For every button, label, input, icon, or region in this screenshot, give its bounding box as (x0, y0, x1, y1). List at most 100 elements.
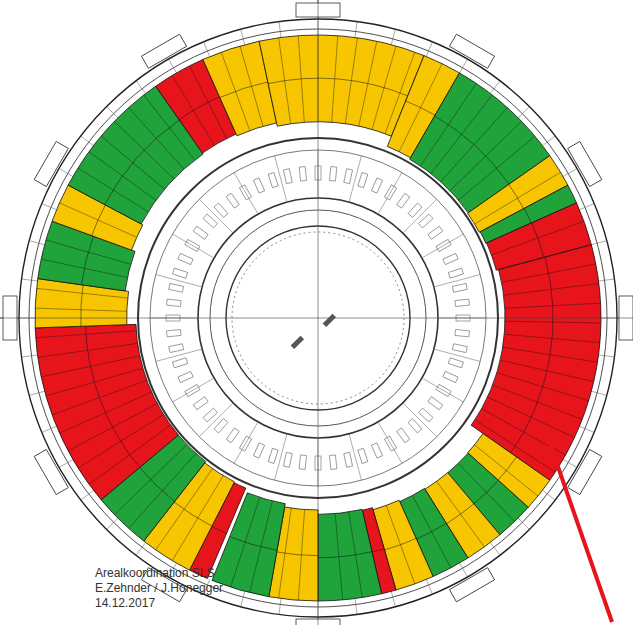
beamline-hutch (358, 173, 368, 188)
beamline-hutch (371, 178, 382, 193)
grid-spoke (355, 22, 357, 38)
center-mark (291, 336, 304, 349)
grid-spoke (591, 241, 606, 245)
beamline-hutch (169, 283, 184, 292)
beamline-hutch (268, 448, 278, 463)
plan-caption: Arealkoordination SLS (95, 566, 214, 581)
hall-wall (199, 403, 233, 437)
beamline-hutch (448, 268, 463, 278)
room-wall (41, 259, 127, 277)
beamline-hutch (329, 455, 336, 470)
room-wall (497, 373, 589, 401)
room-wall (318, 552, 372, 558)
beamline-hutch (214, 203, 228, 217)
beamline-hutch (428, 397, 443, 410)
room-wall (524, 208, 531, 223)
room-wall (504, 334, 600, 342)
hall-wall (156, 275, 202, 287)
grid-spoke (279, 22, 281, 38)
beamline-hutch (226, 193, 239, 208)
room-wall (372, 549, 384, 552)
beamline-hutch (169, 344, 184, 353)
hall-wall (349, 156, 361, 202)
room-wall (220, 82, 268, 98)
room-wall (268, 78, 408, 95)
hall-wall (275, 156, 287, 202)
room-wall (81, 285, 83, 326)
grid-spoke (426, 42, 432, 57)
hall-wall (234, 173, 258, 215)
room-wall (335, 514, 343, 600)
beamline-hutch (371, 443, 382, 458)
grid-spoke (563, 169, 577, 177)
room-wall (36, 331, 137, 338)
beamline-hutch (452, 283, 467, 292)
grid-spoke (518, 107, 529, 118)
room-wall (431, 95, 492, 174)
hall-wall (156, 349, 202, 361)
room-wall (101, 136, 164, 189)
room-wall (81, 236, 93, 284)
grid-spoke (169, 59, 177, 73)
beamline-hutch (253, 178, 264, 193)
room-wall (279, 38, 291, 124)
room-zone (318, 509, 382, 601)
grid-spoke (563, 460, 577, 468)
room-wall (68, 404, 157, 451)
beamline-hutch (455, 329, 470, 336)
hall-wall (422, 234, 464, 258)
grid-spoke (579, 204, 594, 210)
room-wall (509, 184, 524, 208)
grid-spoke (22, 355, 38, 357)
grid-spoke (490, 543, 500, 556)
beamline-hutch (268, 173, 278, 188)
room-wall (487, 397, 574, 438)
grid-spoke (579, 426, 594, 432)
grid-spoke (518, 518, 529, 529)
hall-wall (234, 422, 258, 464)
hall-wall (199, 199, 233, 233)
room-wall (59, 392, 151, 433)
beamline-hutch (178, 371, 193, 382)
grid-spoke (391, 29, 395, 44)
beamline-hutch (428, 226, 443, 239)
beamline-hutch (419, 408, 433, 422)
room-wall (37, 288, 128, 298)
beamline-hutch (253, 443, 264, 458)
grid-spoke (599, 279, 615, 281)
room-wall (114, 445, 186, 515)
beamline-hutch (408, 203, 422, 217)
beamline-hutch (226, 428, 239, 443)
room-wall (41, 356, 140, 377)
grid-spoke (460, 59, 468, 73)
beamline-hutch (397, 428, 410, 443)
room-wall (532, 223, 544, 258)
grid-spoke (42, 204, 57, 210)
room-wall (129, 108, 184, 169)
beamline-hutch (203, 408, 217, 422)
beamline-hutch (443, 253, 458, 264)
grid-spoke (426, 579, 432, 594)
room-wall (240, 46, 263, 126)
grid-spoke (241, 29, 245, 44)
beamline-hutch (443, 371, 458, 382)
room-wall (372, 46, 396, 130)
beamline-hutch (193, 397, 208, 410)
beamline-hutch (358, 448, 368, 463)
room-wall (511, 257, 554, 453)
beamline-hutch (167, 299, 182, 306)
grid-spoke (136, 543, 146, 556)
room-wall (502, 264, 596, 282)
axis-line (318, 0, 319, 625)
hall-wall (173, 378, 215, 402)
grid-spoke (107, 518, 118, 529)
room-wall (435, 116, 509, 184)
room-wall (172, 75, 214, 145)
room-wall (35, 308, 127, 311)
grid-spoke (279, 599, 281, 615)
room-wall (78, 168, 148, 212)
room-wall (345, 38, 357, 124)
room-wall (349, 512, 363, 598)
hall-wall (349, 434, 361, 480)
